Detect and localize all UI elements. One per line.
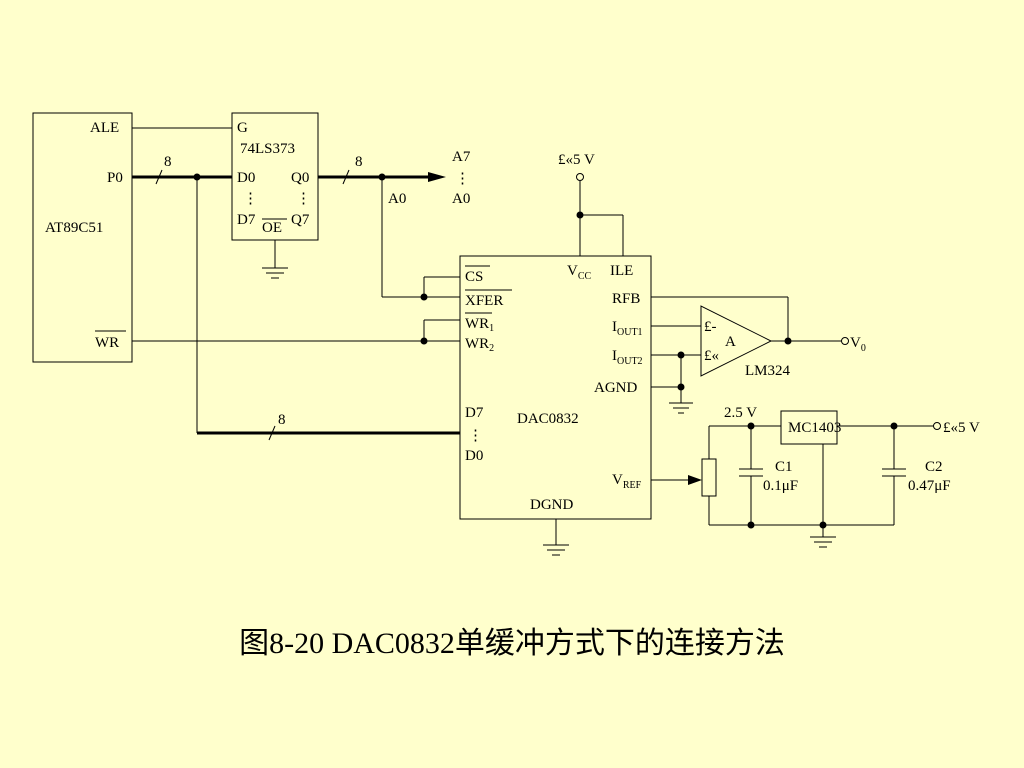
opamp-minus-label: £- [704, 319, 717, 335]
dac-ile-label: ILE [610, 263, 633, 279]
dac-xfer-label: XFER [465, 293, 503, 309]
mc1403-name: MC1403 [788, 420, 841, 436]
bus-ellipsis: ⋮ [455, 171, 470, 187]
bus-width-p0: 8 [164, 154, 172, 170]
c2-label: C2 [925, 459, 943, 475]
dac-cs-label: CS [465, 269, 483, 285]
dac-iout2-label: IOUT2 [612, 348, 643, 367]
dac-name: DAC0832 [517, 411, 579, 427]
c1-value: 0.1μF [763, 478, 798, 494]
bus-a7-label: A7 [452, 149, 471, 165]
ls373-d7-label: D7 [237, 212, 256, 228]
ls373-name: 74LS373 [240, 141, 295, 157]
dac-wr1-label: WR1 [465, 316, 494, 334]
dac-agnd-label: AGND [594, 380, 637, 396]
opamp-part-label: LM324 [745, 363, 791, 379]
dac-dgnd-label: DGND [530, 497, 573, 513]
bus-a0-label: A0 [452, 191, 470, 207]
at89c51-wr-label: WR [95, 335, 119, 351]
ls373-d0-label: D0 [237, 170, 255, 186]
c2-value: 0.47μF [908, 478, 951, 494]
ls373-ellipsis-left: ⋮ [243, 191, 258, 207]
dac-vcc-label: VCC [567, 263, 592, 282]
opamp-lm324 [700, 305, 773, 377]
dac-vref-label: VREF [612, 472, 642, 491]
dac-wr2-label: WR2 [465, 336, 494, 354]
ls373-ellipsis-right: ⋮ [296, 191, 311, 207]
figure-caption: 图8-20 DAC0832单缓冲方式下的连接方法 [239, 627, 785, 660]
bus-a0-tap-label: A0 [388, 191, 406, 207]
ref-supply-label: £«5 V [943, 420, 980, 436]
ref-voltage-label: 2.5 V [724, 405, 757, 421]
ls373-q0-label: Q0 [291, 170, 309, 186]
ls373-oe-label: OE [262, 220, 282, 236]
at89c51-p0-label: P0 [107, 170, 123, 186]
at89c51-name: AT89C51 [45, 220, 103, 236]
opamp-plus-label: £« [704, 348, 719, 364]
ls373-q7-label: Q7 [291, 212, 310, 228]
vref-arrow [688, 475, 702, 485]
dac-d7-label: D7 [465, 405, 484, 421]
bus-arrow [428, 172, 446, 182]
dac-d0-label: D0 [465, 448, 483, 464]
opamp-name: A [725, 334, 736, 350]
dac-ellipsis: ⋮ [468, 428, 483, 444]
c1-label: C1 [775, 459, 793, 475]
potentiometer [701, 458, 717, 497]
supply-top-label: £«5 V [558, 152, 595, 168]
bus-width-latch: 8 [355, 154, 363, 170]
dac-iout1-label: IOUT1 [612, 319, 643, 338]
ls373-g-label: G [237, 120, 248, 136]
mc1403-block [780, 410, 838, 445]
dac-rfb-label: RFB [612, 291, 640, 307]
bus-width-dac: 8 [278, 412, 286, 428]
at89c51-block [32, 112, 133, 363]
at89c51-ale-label: ALE [90, 120, 119, 136]
opamp-output-label: V0 [850, 335, 866, 354]
